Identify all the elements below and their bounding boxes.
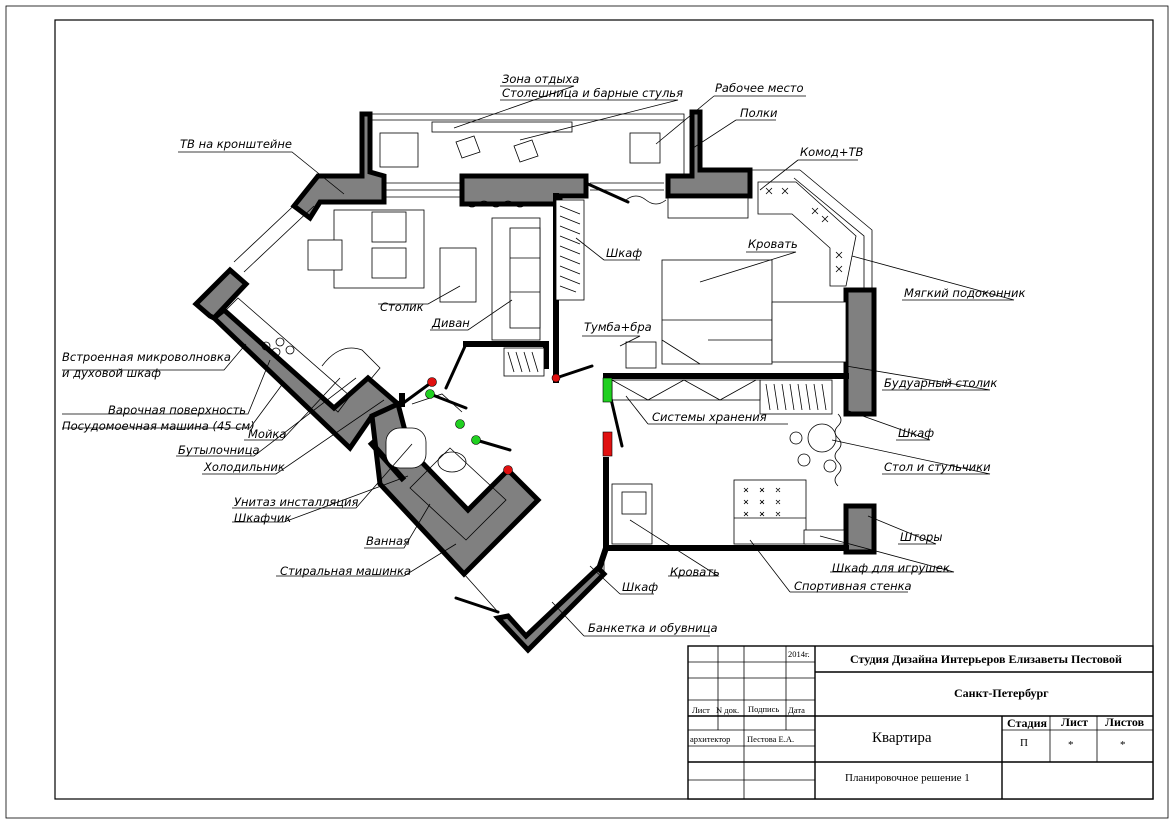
label-vanity-table: Будуарный столик xyxy=(884,376,997,390)
label-small-cabinet: Шкафчик xyxy=(234,511,291,525)
label-dresser-tv: Комод+ТВ xyxy=(800,145,864,159)
bedroom-2 xyxy=(611,413,845,545)
marker-red xyxy=(551,373,561,383)
kitchen-bath xyxy=(223,297,507,541)
label-bench-shoes: Банкетка и обувница xyxy=(588,621,718,635)
marker-green xyxy=(602,377,613,403)
marker-red xyxy=(503,465,513,475)
tb-stage-header: Стадия xyxy=(1007,716,1048,730)
label-shelves: Полки xyxy=(740,106,778,120)
label-hob: Варочная поверхность xyxy=(108,403,246,417)
door-markers xyxy=(425,373,613,475)
label-table-chairs: Стол и стульчики xyxy=(884,460,991,474)
label-toy-cabinet: Шкаф для игрушек xyxy=(832,561,950,575)
label-tv-bracket: ТВ на кронштейне xyxy=(180,137,292,151)
tb-col-doc: N док. xyxy=(716,705,739,715)
label-coffee-table: Столик xyxy=(380,300,424,314)
living-furniture xyxy=(307,199,585,377)
doors xyxy=(400,182,667,614)
tb-role: архитектор xyxy=(690,734,730,744)
tb-sheet-header: Лист xyxy=(1061,715,1088,729)
label-bed-2: Кровать xyxy=(670,565,720,579)
label-sport-wall: Спортивная стенка xyxy=(794,579,912,593)
tb-stage: П xyxy=(1020,737,1028,749)
tb-sheet-title: Планировочное решение 1 xyxy=(845,772,970,784)
marker-green xyxy=(455,419,465,429)
tb-col-sign: Подпись xyxy=(748,704,779,714)
tb-sheet: * xyxy=(1068,739,1074,751)
label-rest-zone: Зона отдыха xyxy=(502,72,579,86)
label-bath: Ванная xyxy=(366,534,410,548)
label-bed-1: Кровать xyxy=(748,237,798,251)
label-washer: Стиральная машинка xyxy=(280,564,411,578)
title-block: 2014г. Лист N док. Подпись Дата архитект… xyxy=(687,645,1154,800)
tb-object: Квартира xyxy=(872,730,932,746)
balcony xyxy=(367,113,685,198)
outer-frame xyxy=(5,5,1169,819)
label-bottle-rack: Бутылочница xyxy=(178,443,260,457)
label-wardrobe-1: Шкаф xyxy=(606,246,642,260)
tb-person: Пестова Е.А. xyxy=(747,734,794,744)
label-wardrobe-3: Шкаф xyxy=(622,580,658,594)
tb-sheets-header: Листов xyxy=(1105,715,1145,729)
label-soft-sill: Мягкий подоконник xyxy=(904,286,1025,300)
marker-red xyxy=(602,431,613,457)
label-fridge: Холодильник xyxy=(203,460,285,474)
tb-city: Санкт-Петербург xyxy=(954,686,1049,700)
label-sofa: Диван xyxy=(431,316,470,330)
label-workplace: Рабочее место xyxy=(715,81,804,95)
walls xyxy=(192,109,877,654)
label-nightstand: Тумба+бра xyxy=(584,320,652,334)
tb-studio: Студия Дизайна Интерьеров Елизаветы Пест… xyxy=(850,652,1122,666)
tb-col-date: Дата xyxy=(788,705,805,715)
marker-red xyxy=(427,377,437,387)
outline xyxy=(233,169,873,613)
tb-year: 2014г. xyxy=(788,649,810,659)
label-sink: Мойка xyxy=(248,427,286,441)
inner-frame xyxy=(54,19,1154,800)
tb-sheets: * xyxy=(1120,739,1126,751)
tb-col-sheet: Лист xyxy=(692,705,710,715)
marker-green xyxy=(471,435,481,445)
label-curtains: Шторы xyxy=(900,530,942,544)
label-built-in: Встроенная микроволновка xyxy=(62,350,231,364)
marker-green xyxy=(425,389,435,399)
labels: Зона отдыха Столешница и барные стулья Р… xyxy=(62,72,1025,635)
leader-lines xyxy=(62,85,1015,637)
label-oven: и духовой шкаф xyxy=(62,366,161,380)
label-storage: Системы хранения xyxy=(652,410,767,424)
bedroom-1 xyxy=(611,181,857,415)
label-wardrobe-2: Шкаф xyxy=(898,426,934,440)
label-counter-bar: Столешница и барные стулья xyxy=(502,86,683,100)
plan: Зона отдыха Столешница и барные стулья Р… xyxy=(62,72,1025,654)
label-dishwasher: Посудомоечная машина (45 см) xyxy=(62,419,255,433)
label-toilet: Унитаз инсталляция xyxy=(234,495,358,509)
